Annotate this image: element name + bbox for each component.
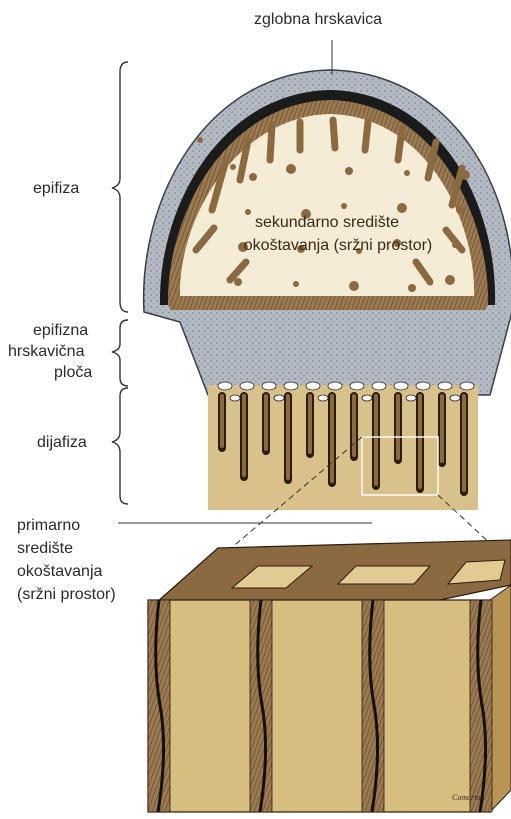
lacuna: [230, 395, 240, 401]
trabecular-island: [349, 281, 359, 291]
lacuna: [450, 395, 460, 401]
lacuna: [240, 382, 254, 390]
bone-column-core: [242, 394, 246, 477]
lacuna: [460, 382, 474, 390]
bone-column-core: [396, 394, 400, 460]
lacuna: [350, 382, 364, 390]
trabecula: [365, 122, 368, 150]
trabecular-island: [456, 206, 464, 214]
brace-ploca: [112, 320, 128, 386]
label-sekundarno-1: sekundarno središte: [222, 213, 432, 233]
trabecular-island: [445, 275, 455, 285]
lacuna: [306, 382, 320, 390]
trabecular-island: [408, 284, 416, 292]
lacuna: [274, 395, 284, 401]
trabecular-island: [293, 281, 299, 287]
trabecular-island: [460, 170, 470, 180]
trabecular-island: [397, 203, 407, 213]
lacuna: [362, 395, 372, 401]
block-front: [148, 600, 490, 812]
lacuna: [394, 382, 408, 390]
trabecular-island: [197, 137, 203, 143]
brace-dijafiza: [112, 388, 128, 504]
lacuna: [406, 395, 416, 401]
lacuna: [318, 395, 328, 401]
trabecular-island: [286, 164, 296, 174]
label-dijafiza: dijafiza: [37, 432, 87, 453]
label-primarno-1: primarno: [17, 515, 80, 536]
lacuna: [328, 382, 342, 390]
trabecular-island: [234, 278, 242, 286]
brace-epifiza: [112, 62, 128, 312]
label-plate-3: ploča: [54, 362, 92, 383]
signature: Comarton: [452, 793, 484, 802]
lacuna: [218, 382, 232, 390]
trabecular-island: [404, 170, 410, 176]
label-primarno-4: (sržni prostor): [17, 584, 116, 605]
bone-column-core: [440, 394, 444, 463]
label-epifiza: epifiza: [33, 178, 79, 199]
bone-column-core: [374, 394, 378, 486]
lacuna: [262, 382, 276, 390]
bone-column-core: [352, 394, 356, 457]
lacuna: [438, 382, 452, 390]
bone-column-core: [220, 394, 224, 448]
bone-column-core: [330, 394, 334, 483]
trabecula: [270, 125, 272, 160]
bone-column-core: [286, 394, 290, 480]
lacuna: [416, 382, 430, 390]
lacuna: [284, 382, 298, 390]
bone-floor: [170, 296, 486, 310]
label-sekundarno-2: okoštavanja (sržni prostor): [208, 236, 468, 256]
label-primarno-2: središte: [17, 538, 73, 559]
trabecular-island: [345, 167, 353, 175]
diaphysis-group: [208, 382, 508, 560]
bone-column-core: [264, 394, 268, 451]
label-zglobna-hrskavica: zglobna hrskavica: [254, 9, 382, 30]
trabecular-island: [230, 164, 236, 170]
bone-column-core: [462, 394, 466, 492]
block-side: [490, 585, 511, 812]
label-plate-1: epifizna: [33, 320, 88, 341]
trabecular-island: [341, 203, 347, 209]
bone-column-core: [418, 394, 422, 489]
zoomed-bone-block: Comarton: [148, 540, 511, 812]
bone-column-core: [308, 394, 312, 454]
trabecula: [333, 120, 335, 148]
label-primarno-3: okoštavanja: [17, 561, 102, 582]
trabecula: [398, 128, 402, 160]
lacuna: [372, 382, 386, 390]
label-plate-2: hrskavična: [8, 341, 84, 362]
trabecular-island: [249, 173, 257, 181]
